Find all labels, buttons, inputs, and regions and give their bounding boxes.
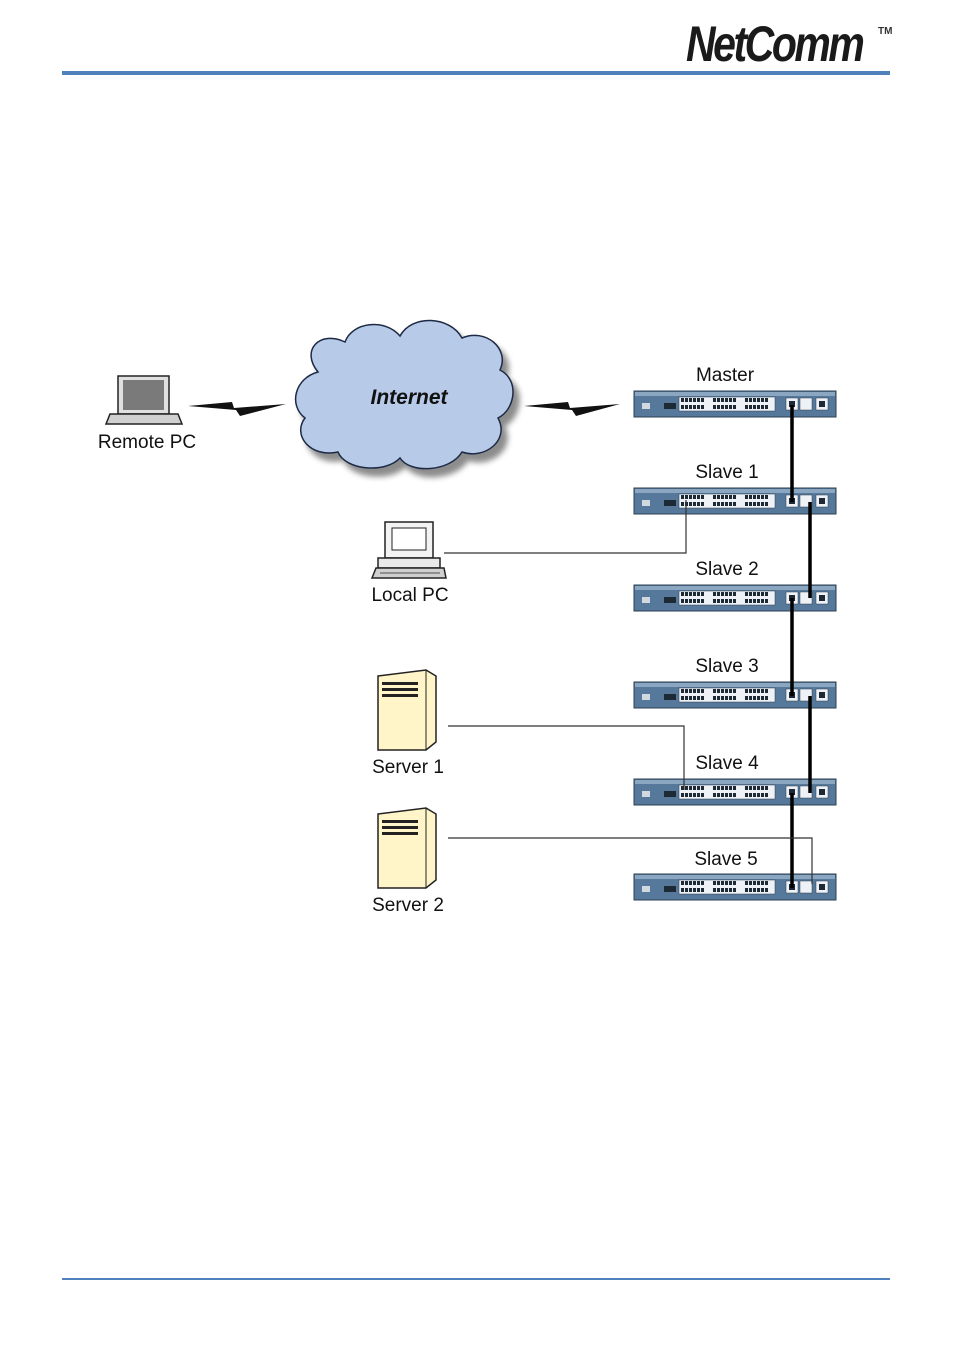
switch-label: Slave 2 <box>695 559 758 581</box>
wireless-link-right <box>524 402 620 416</box>
switch-slave-1 <box>634 488 836 514</box>
stack-cables <box>792 405 810 888</box>
laptop-icon <box>106 376 182 424</box>
switch-slave-4 <box>634 779 836 805</box>
local-pc-label: Local PC <box>371 585 448 607</box>
cloud-label: Internet <box>370 386 447 410</box>
switch-label: Slave 5 <box>694 849 757 871</box>
footer-rule <box>62 1278 890 1280</box>
switch-label: Slave 3 <box>695 656 758 678</box>
desktop-pc-icon <box>372 522 446 578</box>
server-1-label: Server 1 <box>372 757 444 779</box>
server-1-icon <box>378 670 436 750</box>
remote-pc-label: Remote PC <box>98 432 196 454</box>
switch-master <box>634 391 836 417</box>
server-2-icon <box>378 808 436 888</box>
switch-label: Slave 1 <box>695 462 758 484</box>
switch-slave-2 <box>634 585 836 611</box>
switch-slave-3 <box>634 682 836 708</box>
switch-slave-5 <box>634 874 836 900</box>
switch-label: Master <box>696 365 754 387</box>
switch-label: Slave 4 <box>695 753 758 775</box>
server-2-label: Server 2 <box>372 895 444 917</box>
wireless-link-left <box>188 402 286 416</box>
